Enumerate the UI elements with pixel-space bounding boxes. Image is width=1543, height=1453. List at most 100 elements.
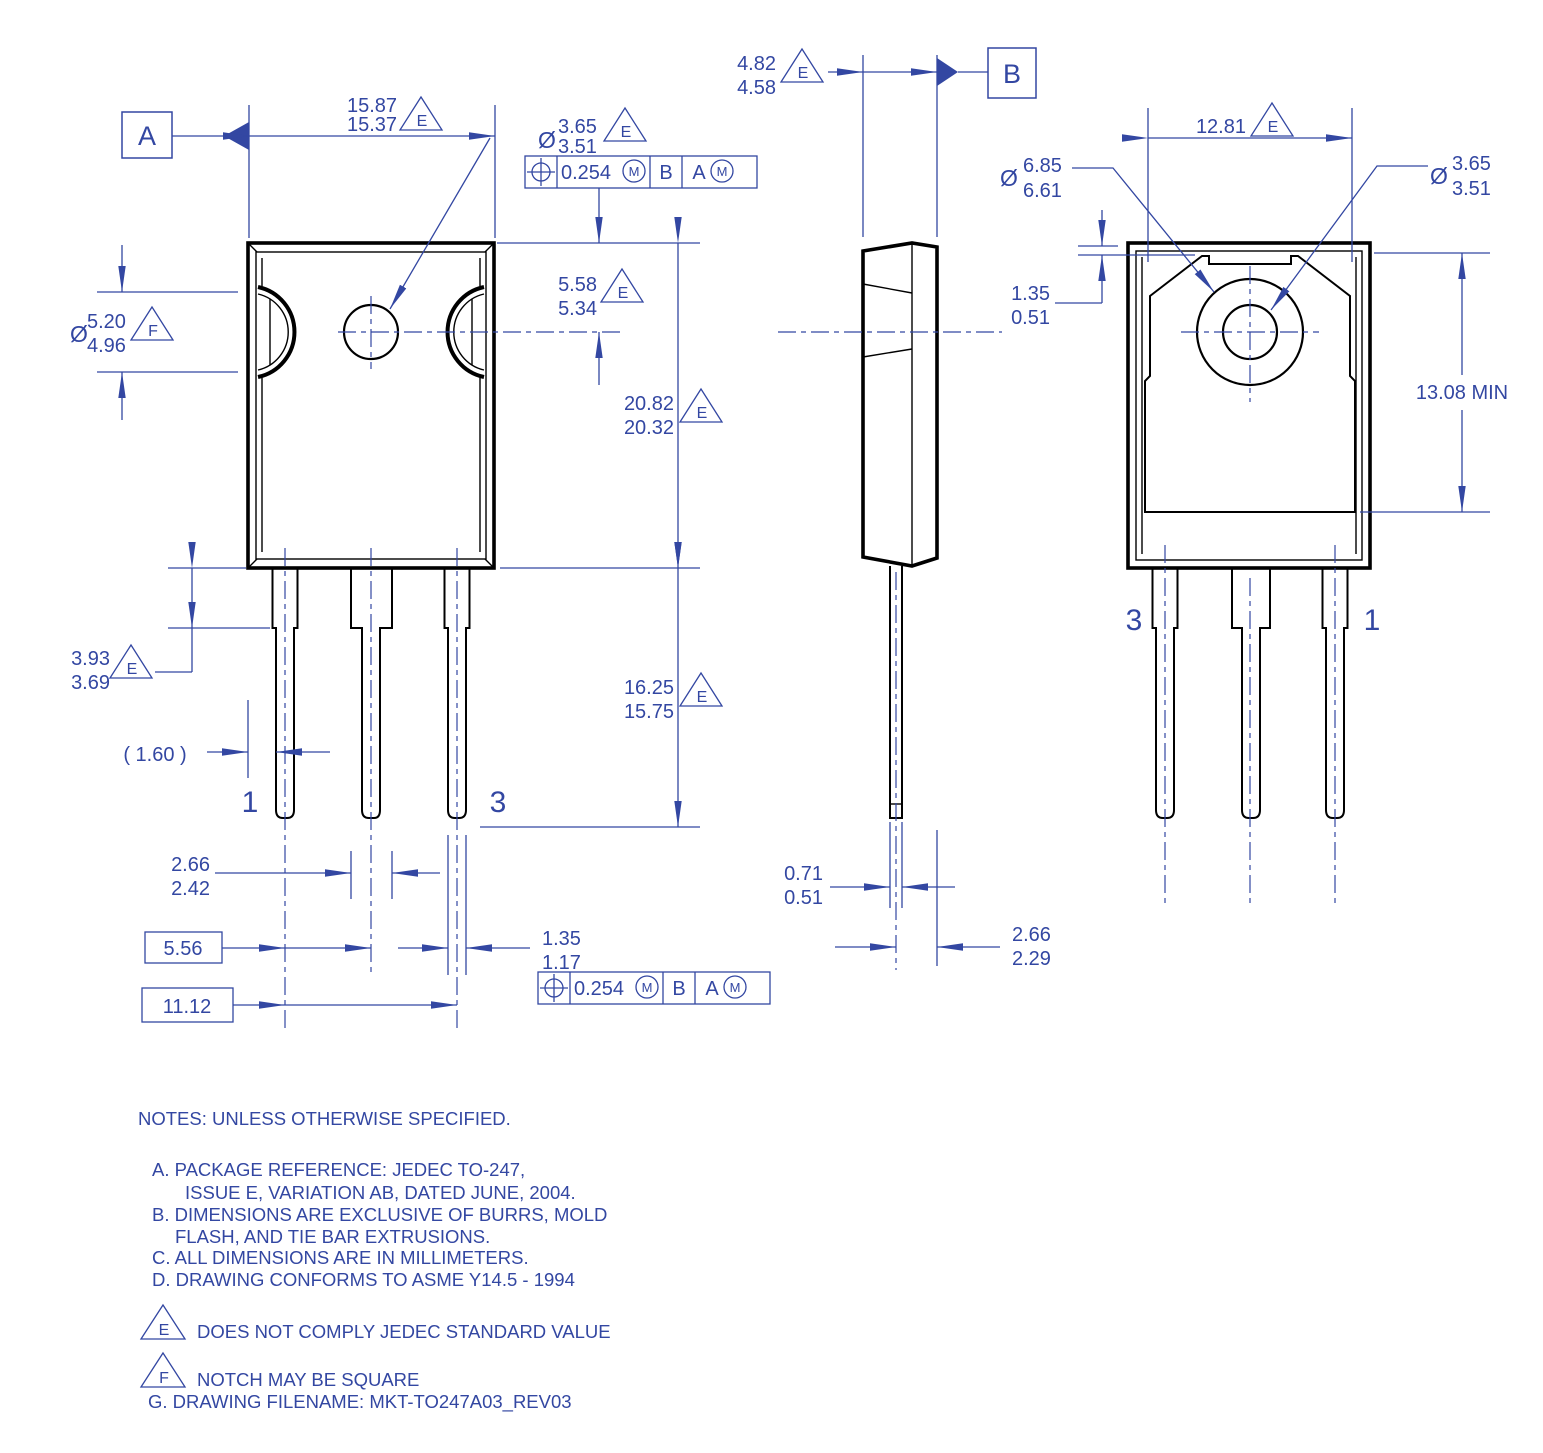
fcf-lead-m2: M bbox=[730, 980, 741, 995]
hole-y-flag-triangle-icon bbox=[599, 267, 645, 303]
dim-body-h-max: 20.82 bbox=[624, 393, 674, 415]
back-mold-lines bbox=[1141, 257, 1357, 554]
notes-section: NOTES: UNLESS OTHERWISE SPECIFIED. A. PA… bbox=[138, 1108, 611, 1413]
hole-dia-min: 3.51 bbox=[558, 136, 597, 158]
note-e-text: DOES NOT COMPLY JEDEC STANDARD VALUE bbox=[197, 1321, 611, 1342]
front-pin3-label: 3 bbox=[490, 786, 507, 819]
note-d: D. DRAWING CONFORMS TO ASME Y14.5 - 1994 bbox=[152, 1269, 575, 1290]
leads-flag-triangle-icon bbox=[678, 671, 724, 707]
leads-flag-letter: E bbox=[697, 689, 708, 706]
step-extension-lines bbox=[1078, 245, 1195, 256]
note-g: G. DRAWING FILENAME: MKT-TO247A03_REV03 bbox=[148, 1391, 572, 1413]
back-hole-leader bbox=[1270, 165, 1428, 311]
dim-hole-y-max: 5.58 bbox=[558, 274, 597, 296]
back-body-inner-line bbox=[1135, 250, 1363, 561]
datum-b-triangle-icon bbox=[937, 58, 958, 86]
datum-a-triangle-icon bbox=[224, 122, 249, 150]
hole-dia-flag-triangle-icon bbox=[602, 106, 648, 142]
dim-notch-min: 4.96 bbox=[87, 335, 126, 357]
hole-y-flag-letter: E bbox=[618, 285, 629, 302]
body-h-flag-triangle-icon bbox=[678, 387, 724, 423]
dim-width-max: 15.87 bbox=[347, 95, 397, 117]
note-f-flag-letter: F bbox=[159, 1370, 169, 1387]
dim-lead-t-min: 0.51 bbox=[784, 887, 823, 909]
mmc-symbol-icon bbox=[622, 159, 646, 183]
boss-dia-symbol: Ø bbox=[1000, 165, 1018, 191]
dim-lead-t-max: 0.71 bbox=[784, 863, 823, 885]
width-flag-letter: E bbox=[417, 113, 428, 130]
dim-base-t-max: 2.66 bbox=[1012, 924, 1051, 946]
fcf-hole-m2: M bbox=[717, 164, 728, 179]
thickness-flag-triangle-icon bbox=[779, 47, 825, 83]
hole-dia-symbol: Ø bbox=[538, 127, 556, 153]
shoulder-flag-letter: E bbox=[127, 661, 138, 678]
dim-shoulder-min: 3.69 bbox=[71, 672, 110, 694]
dim-thick-max: 4.82 bbox=[737, 53, 776, 75]
front-pin1-label: 1 bbox=[242, 786, 259, 819]
fcf-lead-datum1: B bbox=[672, 978, 685, 1000]
fcf-hole-datum2: A bbox=[692, 162, 706, 184]
hole-dia-max: 3.65 bbox=[558, 116, 597, 138]
dim-back-hole-min: 3.51 bbox=[1452, 178, 1491, 200]
note-f-flag-triangle-icon bbox=[139, 1351, 187, 1388]
side-mold-parting-lines bbox=[862, 283, 913, 358]
back-lead-2 bbox=[1231, 568, 1271, 819]
dim-hole-y-min: 5.34 bbox=[558, 298, 597, 320]
dim-tab-length: 13.08 MIN bbox=[1416, 382, 1508, 404]
lead-thickness-extension-lines bbox=[889, 822, 903, 908]
datum-a-label: A bbox=[138, 121, 156, 151]
dim-leads-min: 15.75 bbox=[624, 701, 674, 723]
front-corner-chamfers bbox=[248, 243, 494, 568]
notch-flag-letter: F bbox=[148, 323, 158, 340]
hole-dia-flag-letter: E bbox=[621, 124, 632, 141]
dim-lead-w-max: 1.35 bbox=[542, 928, 581, 950]
front-body-outline bbox=[246, 241, 496, 570]
mmc-symbol-icon bbox=[723, 975, 747, 999]
front-mold-lines bbox=[261, 258, 481, 552]
fcf-lead-datum2: A bbox=[705, 978, 719, 1000]
dim-pitch: 5.56 bbox=[164, 938, 203, 960]
front-left-notch-outer-arc bbox=[257, 285, 297, 379]
thickness-extension-lines bbox=[862, 55, 938, 237]
notch-flag-triangle-icon bbox=[129, 305, 175, 341]
dim-span: 11.12 bbox=[163, 996, 212, 1018]
note-f-text: NOTCH MAY BE SQUARE bbox=[197, 1369, 419, 1390]
back-hole-dia-symbol: Ø bbox=[1430, 163, 1448, 189]
note-e-flag-letter: E bbox=[159, 1322, 170, 1339]
shoulder-flag-triangle-icon bbox=[108, 643, 154, 679]
dim-shoulder-max: 3.93 bbox=[71, 648, 110, 670]
side-view bbox=[861, 241, 939, 819]
shoulder-leader bbox=[155, 628, 193, 673]
note-a-line2: ISSUE E, VARIATION AB, DATED JUNE, 2004. bbox=[185, 1182, 576, 1203]
back-pin1-label: 1 bbox=[1364, 604, 1381, 637]
dim-mid-lead-min: 2.42 bbox=[171, 878, 210, 900]
thickness-flag-letter: E bbox=[798, 65, 809, 82]
dim-tab-w: 12.81 bbox=[1196, 116, 1246, 138]
dim-notch-max: 5.20 bbox=[87, 311, 126, 333]
hole-dia-leader bbox=[389, 137, 491, 310]
dim-step-min: 0.51 bbox=[1011, 307, 1050, 329]
tab-width-extension-lines bbox=[1147, 108, 1353, 262]
note-b-line1: B. DIMENSIONS ARE EXCLUSIVE OF BURRS, MO… bbox=[152, 1204, 607, 1225]
dim-mid-lead-max: 2.66 bbox=[171, 854, 210, 876]
front-view bbox=[246, 241, 496, 819]
dim-leads-max: 16.25 bbox=[624, 677, 674, 699]
datum-b-label: B bbox=[1003, 59, 1021, 89]
note-a-line1: A. PACKAGE REFERENCE: JEDEC TO-247, bbox=[152, 1159, 525, 1180]
dim-base-t-min: 2.29 bbox=[1012, 948, 1051, 970]
notes-title: NOTES: UNLESS OTHERWISE SPECIFIED. bbox=[138, 1108, 511, 1129]
width-extension-lines bbox=[248, 105, 496, 238]
fcf-hole-tolerance: 0.254 bbox=[561, 162, 611, 184]
dim-step-max: 1.35 bbox=[1011, 283, 1050, 305]
tab-w-flag-letter: E bbox=[1268, 119, 1279, 136]
front-view-dimensions: A 15.87 15.37 E Ø 3.65 3.51 E 0.254 M B … bbox=[70, 95, 771, 1028]
back-body-outline bbox=[1126, 241, 1372, 570]
fcf-lead-tolerance: 0.254 bbox=[574, 978, 624, 1000]
mmc-symbol-icon bbox=[710, 159, 734, 183]
dim-body-h-min: 20.32 bbox=[624, 417, 674, 439]
boss-leader bbox=[1072, 167, 1215, 293]
dim-boss-max: 6.85 bbox=[1023, 155, 1062, 177]
fcf-hole-m1: M bbox=[629, 164, 640, 179]
